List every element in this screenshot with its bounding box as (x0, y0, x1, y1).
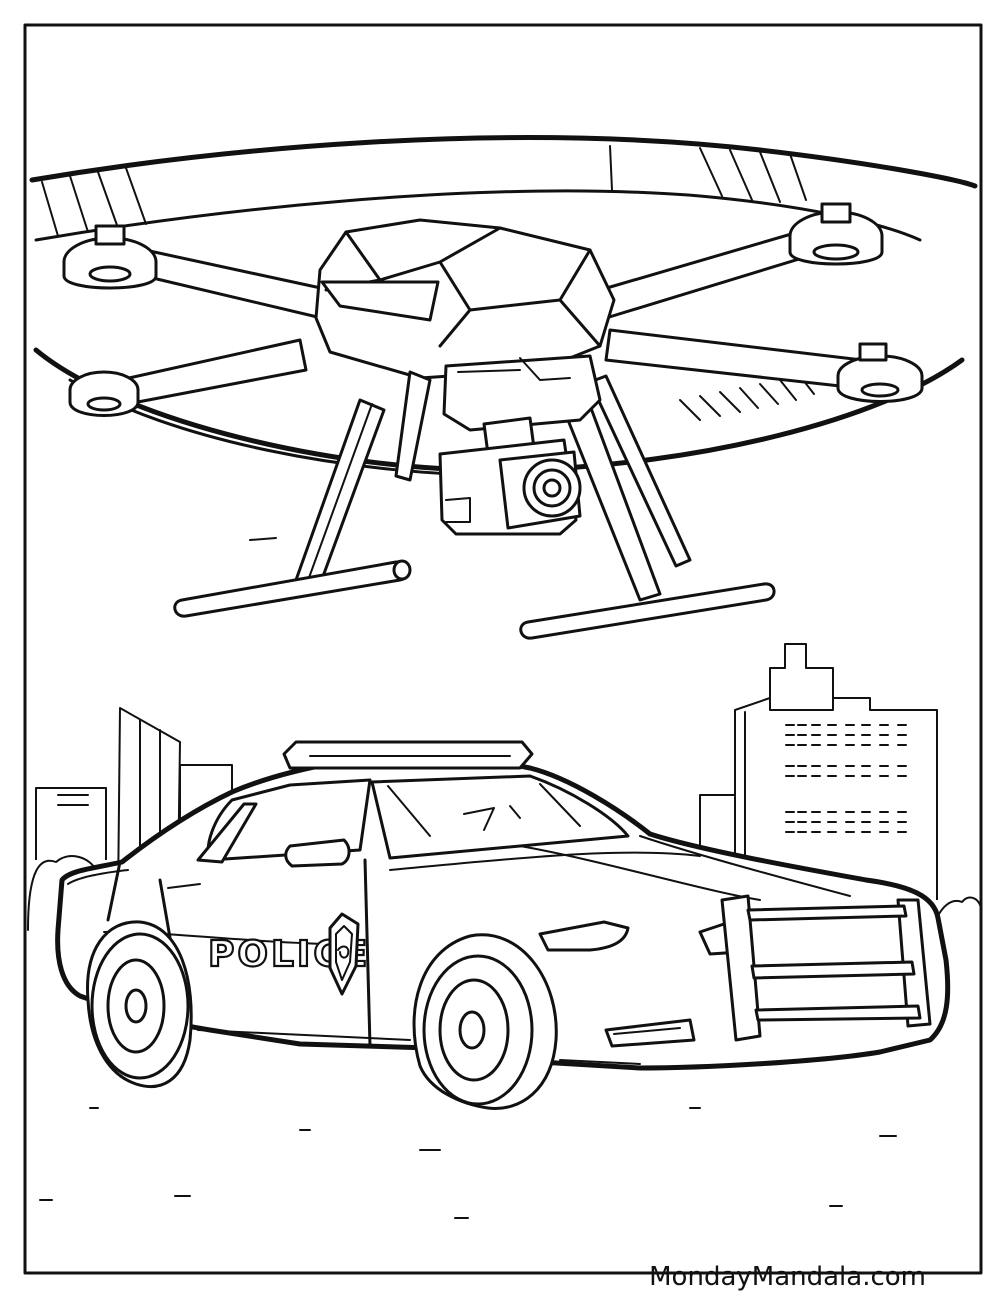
motor-front-right (790, 204, 882, 264)
drone-arm-back-right (606, 330, 862, 388)
drone-leg-left-rear (396, 372, 430, 480)
door-handle (168, 884, 200, 888)
motor-back-left (70, 372, 138, 416)
drone-hub (316, 220, 614, 378)
gimbal-mount (444, 356, 600, 430)
landing-skid-left (175, 562, 408, 616)
drone-hub-front-panel (322, 282, 438, 320)
rear-wheel (88, 922, 192, 1087)
badge-emblem (330, 914, 358, 994)
watermark-text: MondayMandala.com (649, 1262, 926, 1292)
side-mirror (286, 840, 349, 866)
tower-windows (786, 725, 906, 832)
front-wheel (414, 935, 556, 1109)
fog-light (606, 1020, 694, 1046)
motor-front-left (64, 226, 156, 288)
landing-skid-right (521, 584, 774, 638)
rear-quarter-window (198, 804, 256, 862)
motor-back-right (838, 344, 922, 402)
drone-arm-front-left (140, 250, 330, 320)
page-border (25, 25, 981, 1273)
drone-arm-back-left (120, 340, 306, 405)
building-mid (180, 765, 232, 820)
building-left (36, 788, 106, 860)
headlight-left (540, 922, 628, 950)
drone (64, 204, 922, 638)
windshield (372, 776, 628, 858)
building-right-small (700, 795, 735, 860)
bush-right (932, 897, 981, 930)
city-skyline (28, 644, 981, 930)
push-bar (722, 896, 930, 1040)
drone-leg-right-rear (590, 376, 690, 566)
road-dashes (40, 1108, 896, 1218)
police-car: POLICE (58, 742, 948, 1108)
office-tower (735, 644, 937, 900)
